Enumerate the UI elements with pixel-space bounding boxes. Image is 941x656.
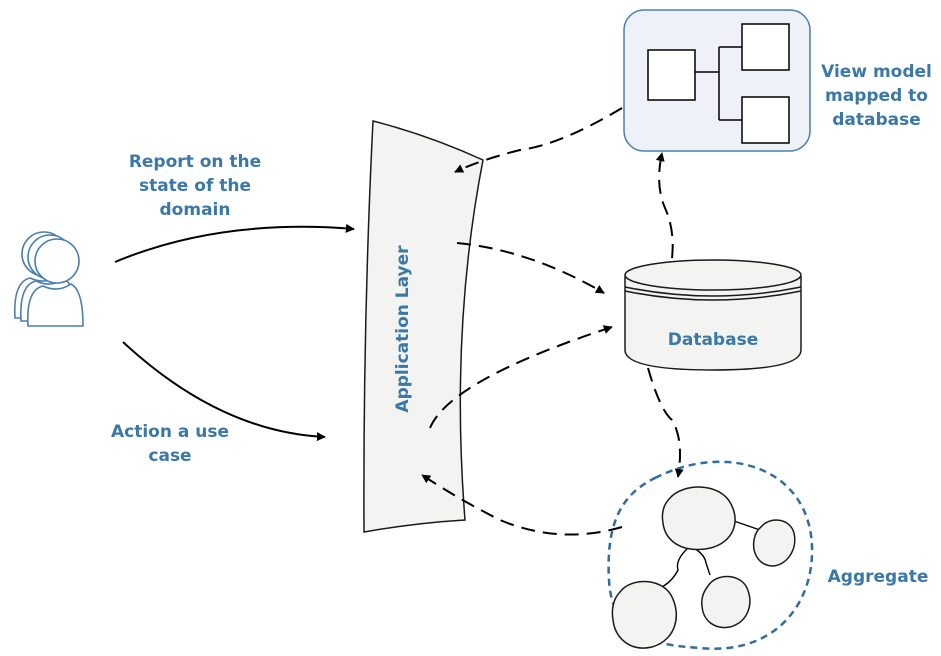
action-label: Action a use case: [110, 422, 230, 466]
report-arrow: [114, 223, 355, 263]
app-from-database-arrow: [429, 325, 613, 429]
app-to-database-arrow: [456, 242, 605, 294]
viewmodel-to-app-arrow: [454, 107, 623, 173]
aggregate-to-app-arrow: [421, 474, 623, 536]
view-model-box: [623, 9, 811, 152]
action-arrow: [122, 341, 326, 442]
aggregate-boundary: [607, 460, 814, 650]
report-label: Report on the state of the domain: [128, 152, 262, 220]
view-model-entity-box: [647, 49, 696, 101]
database-to-aggregate-arrow: [647, 367, 684, 478]
users-icon: [13, 231, 84, 327]
aggregate-node: [611, 580, 678, 649]
view-model-label: View model mapped to database: [821, 62, 932, 130]
view-model-connector: [695, 46, 742, 121]
aggregate-node: [752, 519, 796, 567]
view-model-entity-box: [741, 23, 790, 71]
application-layer-shape: [363, 120, 484, 533]
aggregate-graph: [611, 486, 796, 649]
aggregate-node: [661, 486, 736, 551]
database-label: Database: [667, 330, 759, 350]
database-to-viewmodel-arrow: [655, 152, 674, 259]
view-model-entity-box: [741, 96, 790, 144]
application-layer-label: Application Layer: [393, 245, 413, 413]
aggregate-node: [701, 575, 751, 629]
database-cylinder: [624, 259, 802, 371]
aggregate-label: Aggregate: [827, 567, 929, 587]
